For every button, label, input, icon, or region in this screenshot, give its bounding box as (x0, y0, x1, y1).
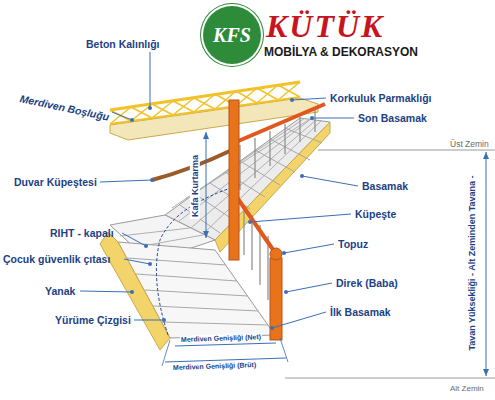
part-label: Korkuluk Parmaklığı (330, 92, 432, 104)
floor-label: Alt Zemin (450, 384, 484, 393)
part-label: Beton Kalınlığı (86, 38, 160, 50)
logo-badge: KFS (203, 6, 261, 64)
dimension-label: Merdiven Genişliği (Brüt) (172, 361, 257, 372)
part-label: Duvar Küpeştesi (14, 176, 97, 188)
part-label: Basamak (362, 180, 408, 192)
part-label: Merdiven Boşluğu (19, 92, 111, 123)
brand-subtitle: MOBİLYA & DEKORASYON (264, 46, 418, 60)
dimension-label: Kafa Kurtarma (190, 153, 200, 219)
floor-label: Üst Zemin (450, 140, 489, 150)
part-label: RIHT - kapalı (50, 227, 114, 239)
brand-name: KÜTÜK (266, 8, 384, 45)
dimension-label: Tavan Yüksekliği - Alt Zeminden Tavana - (467, 173, 477, 352)
part-label: Direk (Baba) (336, 277, 398, 289)
dimension-label: Merdiven Genişliği (Net) (180, 333, 262, 344)
logo-initials: KFS (213, 24, 251, 47)
part-label: Çocuk güvenlik çıtası (3, 253, 110, 265)
part-label: Küpeşte (355, 208, 396, 220)
part-label: Yanak (45, 285, 75, 297)
part-label: Topuz (338, 238, 368, 250)
part-label: İlk Basamak (330, 306, 391, 318)
part-label: Son Basamak (358, 112, 427, 124)
part-label: Yürüme Çizgisi (55, 314, 131, 326)
